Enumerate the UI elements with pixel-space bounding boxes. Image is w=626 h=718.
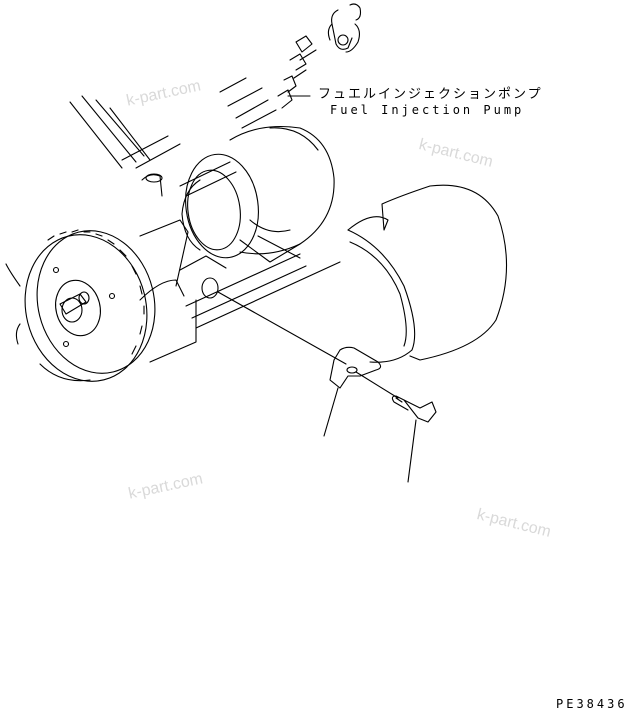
bolt [391,395,437,423]
cover [329,184,508,389]
part-label-japanese: フュエルインジェクションポンプ [318,87,543,102]
part-label-english: Fuel Injection Pump [330,103,525,117]
drive-gear [5,219,197,382]
fuel-injection-pump-body [141,125,335,263]
leader-lines [217,95,417,483]
fuel-pipe-fitting [277,3,362,109]
drawing-number: PE38436 [556,697,626,711]
pump-bracket [179,253,341,329]
engine-block-outline [69,77,277,197]
